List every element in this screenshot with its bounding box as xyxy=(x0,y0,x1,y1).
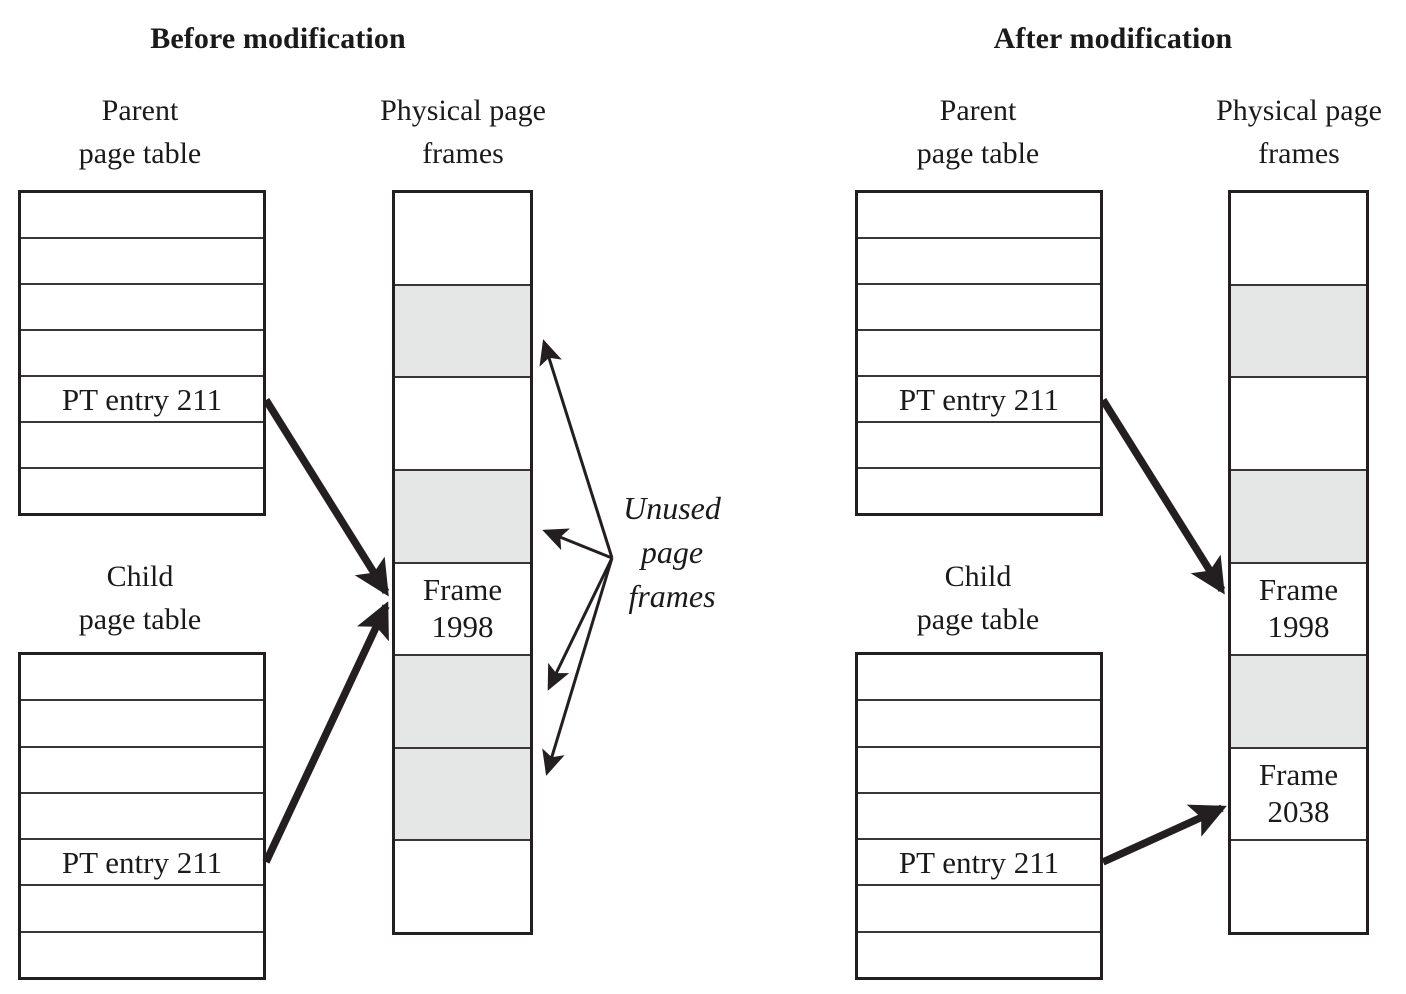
table-row[interactable] xyxy=(858,469,1100,513)
table-row[interactable] xyxy=(858,794,1100,841)
frame-label-line2: 1998 xyxy=(431,608,494,644)
table-row[interactable] xyxy=(21,469,263,513)
table-row[interactable] xyxy=(21,285,263,331)
child-page-table-before: PT entry 211 xyxy=(18,652,266,980)
child-label-line1: Child xyxy=(944,560,1012,593)
table-row-pt-entry[interactable]: PT entry 211 xyxy=(21,840,263,887)
table-row[interactable] xyxy=(858,933,1100,977)
frame-cell[interactable] xyxy=(1231,193,1366,286)
frame-cell-unused[interactable] xyxy=(1231,285,1366,379)
table-row[interactable] xyxy=(21,748,263,794)
frames-label-line1: Physical page xyxy=(1216,94,1382,127)
frame-cell-unused[interactable] xyxy=(395,470,530,564)
arrow-parent-to-frame1998-before xyxy=(262,398,390,597)
parent-label-line1: Parent xyxy=(939,94,1017,127)
panel-title-before: Before modification xyxy=(150,22,406,55)
child-label-line1: Child xyxy=(106,560,174,593)
table-row[interactable] xyxy=(858,285,1100,331)
table-row[interactable] xyxy=(858,655,1100,702)
table-row[interactable] xyxy=(21,239,263,285)
table-row[interactable] xyxy=(858,331,1100,377)
table-row[interactable] xyxy=(858,423,1100,469)
parent-label-line2: page table xyxy=(916,136,1040,170)
table-row[interactable] xyxy=(21,331,263,377)
physical-page-frames-before: Frame 1998 xyxy=(392,190,533,935)
child-page-table-label-before: Child page table xyxy=(20,556,260,641)
frames-label-line2: frames xyxy=(1258,136,1340,170)
physical-page-frames-label-after: Physical page frames xyxy=(1176,90,1406,175)
parent-page-table-before: PT entry 211 xyxy=(18,190,266,516)
annotation-line1: Unused xyxy=(623,490,721,526)
annotation-line2: page xyxy=(640,534,704,571)
frame-cell[interactable] xyxy=(395,841,530,932)
frame-cell-unused[interactable] xyxy=(1231,656,1366,749)
frame-label-line2: 2038 xyxy=(1267,794,1330,830)
child-page-table-label-after: Child page table xyxy=(858,556,1098,641)
arrow-child-to-frame1998-before xyxy=(262,601,390,864)
table-row[interactable] xyxy=(21,701,263,748)
table-row[interactable] xyxy=(21,193,263,239)
frame-cell-unused[interactable] xyxy=(395,656,530,749)
table-row-pt-entry[interactable]: PT entry 211 xyxy=(21,377,263,423)
frame-cell-unused[interactable] xyxy=(395,748,530,842)
panel-title-after: After modification xyxy=(993,22,1233,55)
child-label-line2: page table xyxy=(78,602,202,636)
frame-cell-frame-1998[interactable]: Frame 1998 xyxy=(1231,564,1366,657)
arrow-child-to-frame2038-after xyxy=(1101,804,1227,866)
table-row[interactable] xyxy=(858,239,1100,285)
table-row[interactable] xyxy=(21,794,263,841)
child-label-line2: page table xyxy=(916,602,1040,636)
table-row-pt-entry[interactable]: PT entry 211 xyxy=(858,840,1100,887)
frame-label-line1: Frame xyxy=(1258,572,1339,608)
frame-cell-frame-1998[interactable]: Frame 1998 xyxy=(395,564,530,657)
table-row[interactable] xyxy=(858,748,1100,794)
table-row[interactable] xyxy=(21,886,263,933)
parent-label-line1: Parent xyxy=(101,94,179,127)
table-row[interactable] xyxy=(858,193,1100,239)
physical-page-frames-after: Frame 1998 Frame 2038 xyxy=(1228,190,1369,935)
frame-cell[interactable] xyxy=(395,378,530,471)
physical-page-frames-label-before: Physical page frames xyxy=(340,90,586,175)
frame-label-line1: Frame xyxy=(1258,757,1339,793)
parent-page-table-label-after: Parent page table xyxy=(858,90,1098,175)
parent-page-table-label-before: Parent page table xyxy=(20,90,260,175)
frame-cell-frame-2038[interactable]: Frame 2038 xyxy=(1231,749,1366,842)
frame-cell[interactable] xyxy=(1231,841,1366,932)
table-row[interactable] xyxy=(21,655,263,702)
parent-label-line2: page table xyxy=(78,136,202,170)
table-row[interactable] xyxy=(21,933,263,977)
table-row-pt-entry[interactable]: PT entry 211 xyxy=(858,377,1100,423)
frames-label-line1: Physical page xyxy=(380,94,546,127)
table-row[interactable] xyxy=(858,701,1100,748)
table-row[interactable] xyxy=(21,423,263,469)
frame-cell-unused[interactable] xyxy=(1231,470,1366,564)
frame-cell[interactable] xyxy=(1231,378,1366,471)
child-page-table-after: PT entry 211 xyxy=(855,652,1103,980)
frames-label-line2: frames xyxy=(422,136,504,170)
annotation-line3: frames xyxy=(628,578,716,615)
frame-label-line1: Frame xyxy=(422,572,503,608)
parent-page-table-after: PT entry 211 xyxy=(855,190,1103,516)
frame-label-line2: 1998 xyxy=(1267,608,1330,644)
unused-page-frames-annotation: Unused page frames xyxy=(592,486,752,618)
arrow-parent-to-frame1998-after xyxy=(1099,398,1226,595)
frame-cell[interactable] xyxy=(395,193,530,286)
table-row[interactable] xyxy=(858,886,1100,933)
frame-cell-unused[interactable] xyxy=(395,285,530,379)
